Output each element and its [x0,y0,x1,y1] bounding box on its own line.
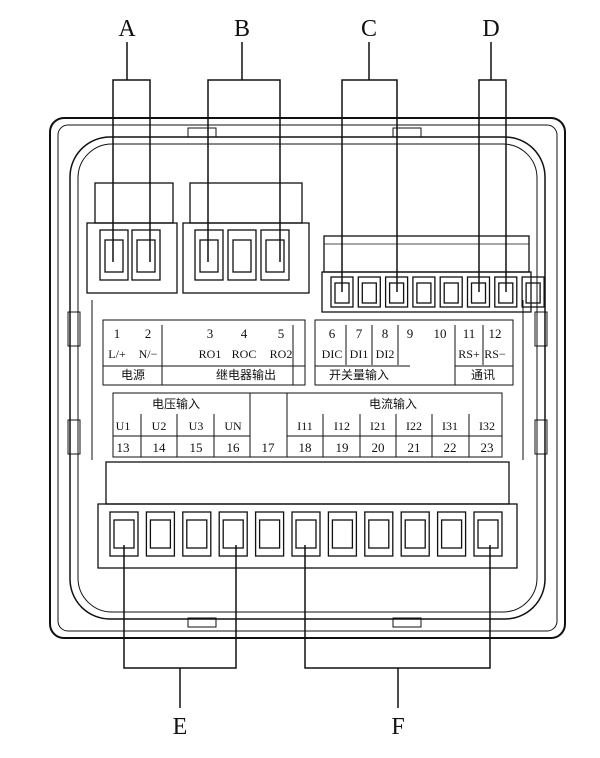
terminal-label: I21 [370,419,386,433]
callout-lines [112,42,507,708]
group-label-current: 电流输入 [369,396,417,411]
connector-ef [97,461,518,569]
terminal-number: 23 [481,440,494,455]
terminal-screw [443,282,459,304]
terminal-number: 3 [207,326,214,341]
terminal-number: 6 [329,326,336,341]
terminal-label: RO1 [199,347,222,361]
terminal-label: DI1 [350,347,369,361]
terminal-label: ROC [232,347,257,361]
terminal-slot [473,511,503,557]
terminal-number: 22 [444,440,457,455]
callout-c: C [361,16,377,42]
terminal-number: 9 [407,326,414,341]
device-housing [49,117,566,639]
terminal-slot [521,276,545,308]
callout-letters: A B C D E F [118,16,499,740]
terminal-slot [412,276,436,308]
terminal-label: N/− [139,347,158,361]
terminal-label: I11 [297,419,313,433]
terminal-slot [218,511,248,557]
terminal-label: DI2 [376,347,395,361]
terminal-screw [113,519,135,549]
terminal-number: 5 [278,326,285,341]
terminal-slot [254,511,285,557]
terminal-slot [145,511,176,557]
terminal-slot [291,511,321,557]
callout-a: A [118,16,136,42]
terminal-slot [364,511,394,557]
terminal-screw [404,519,426,549]
callout-e: E [173,714,188,740]
terminal-screw [477,519,499,549]
connector-cd [321,235,545,313]
terminal-number: 2 [145,326,152,341]
terminal-number: 15 [190,440,203,455]
terminal-number: 7 [356,326,363,341]
terminal-screw [258,519,281,549]
terminal-screw [331,519,354,549]
terminal-screw [368,519,390,549]
terminal-number: 19 [336,440,349,455]
terminal-slot [327,511,358,557]
terminal-number: 20 [372,440,385,455]
terminal-screw [149,519,172,549]
group-label-digital-input: 开关量输入 [329,367,389,382]
terminal-label: UN [224,419,242,433]
terminal-number: 11 [463,326,476,341]
terminal-screw [525,282,541,304]
terminal-label: U2 [152,419,167,433]
terminal-number: 13 [117,440,130,455]
terminal-number: 12 [489,326,502,341]
terminal-number: 8 [382,326,389,341]
terminal-screw [186,519,208,549]
terminal-label: DIC [322,347,343,361]
terminal-label: RS− [484,347,506,361]
group-label-power: 电源 [121,368,145,382]
terminal-label: I32 [479,419,495,433]
callout-b: B [234,16,250,42]
terminal-screw [440,519,463,549]
terminal-slot [400,511,430,557]
terminal-number: 4 [241,326,248,341]
group-label-comm: 通讯 [471,368,495,382]
terminal-label: U3 [189,419,204,433]
terminal-label: RS+ [458,347,480,361]
terminal-label: I12 [334,419,350,433]
terminal-number: 18 [299,440,312,455]
terminal-label: I31 [442,419,458,433]
connector-b [182,182,310,294]
group-label-relay: 继电器输出 [216,367,276,382]
group-label-voltage: 电压输入 [152,396,200,411]
terminal-slot [357,276,381,308]
terminal-screw [222,519,244,549]
terminal-number: 14 [153,440,167,455]
terminal-slot [182,511,212,557]
terminal-screw [295,519,317,549]
terminal-number: 21 [408,440,421,455]
terminal-number: 10 [434,326,447,341]
terminal-label: I22 [406,419,422,433]
terminal-label: RO2 [270,347,293,361]
terminal-number: 16 [227,440,241,455]
terminal-slot [436,511,467,557]
terminal-slot [439,276,463,308]
callout-d: D [482,16,499,42]
terminal-number: 17 [262,440,276,455]
callout-f: F [391,714,404,740]
terminal-label: U1 [116,419,131,433]
bottom-label-panel: 13 U1 14 U2 15 U3 16 UN 17 18 I11 19 I12 20 I21 21 I22 22… [112,392,503,458]
terminal-screw [361,282,377,304]
terminal-screw [416,282,432,304]
terminal-number: 1 [114,326,121,341]
connector-a [86,182,178,294]
terminal-label: L/+ [108,347,126,361]
